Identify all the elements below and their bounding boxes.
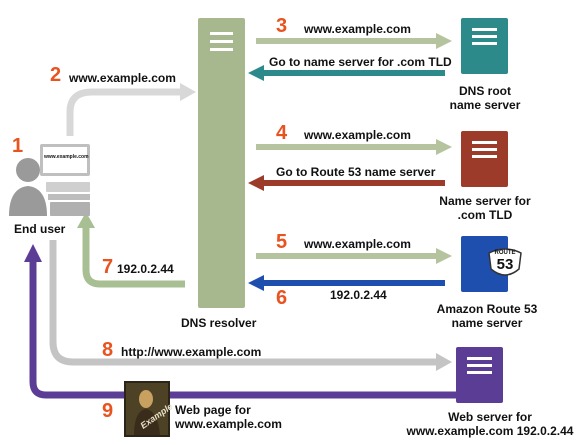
screen-url-text: www.example.com: [44, 154, 89, 160]
arrow-root-response-head: [248, 65, 264, 81]
step-number-8: 8: [102, 339, 114, 361]
arrow-step-9-head: [24, 244, 42, 262]
dns-resolver-server: [198, 18, 245, 308]
arrow-step-5-head: [436, 248, 452, 264]
step-number-4: 4: [276, 122, 288, 144]
step-7-label: 192.0.2.44: [117, 262, 174, 276]
step-number-1: 1: [12, 135, 24, 157]
arrow-step-9: [29, 260, 456, 399]
step-2-label: www.example.com: [69, 71, 176, 85]
arrow-tld-response-head: [248, 175, 264, 191]
web-server-label: Web server for www.example.com 192.0.2.4…: [406, 410, 574, 438]
arrow-step-3-head: [436, 33, 452, 49]
arrow-step-8: [49, 240, 438, 366]
tld-response-label: Go to Route 53 name server: [276, 165, 436, 179]
root-response-label: Go to name server for .com TLD: [269, 55, 452, 69]
step-number-5: 5: [276, 231, 288, 253]
arrow-step-2: [66, 88, 180, 136]
step-number-2: 2: [50, 64, 62, 86]
end-user-label: End user: [14, 222, 66, 236]
dns-resolver-label: DNS resolver: [181, 316, 257, 330]
route53-label: Amazon Route 53 name server: [436, 302, 538, 330]
step-5-label: www.example.com: [304, 237, 411, 251]
end-user-icon: www.example.com: [6, 138, 90, 220]
tld-server-label: Name server for .com TLD: [439, 194, 531, 222]
route53-shield-icon: ROUTE 53: [486, 247, 524, 281]
web-server: [456, 347, 503, 403]
arrow-step-7-head: [77, 212, 95, 228]
arrow-step-8-head: [436, 353, 452, 371]
step-number-9: 9: [102, 400, 114, 422]
step-3-label: www.example.com: [304, 22, 411, 36]
step-number-7: 7: [102, 256, 114, 278]
step-4-label: www.example.com: [304, 128, 411, 142]
step-number-6: 6: [276, 287, 288, 309]
web-page-image: Example: [124, 381, 175, 437]
route53-shield-number: 53: [496, 256, 514, 273]
arrow-step-6-head: [248, 275, 264, 291]
dns-root-server: [461, 18, 508, 74]
dns-root-label: DNS root name server: [449, 84, 521, 112]
tld-server: [461, 131, 508, 187]
route53-shield-top-text: ROUTE: [494, 250, 516, 256]
arrow-step-7: [82, 226, 185, 288]
step-number-3: 3: [276, 15, 288, 37]
arrow-step-2-head: [180, 83, 196, 101]
arrow-step-4-head: [436, 139, 452, 155]
web-page-label: Web page for www.example.com: [175, 403, 282, 431]
step-8-label: http://www.example.com: [121, 345, 262, 359]
step-6-label: 192.0.2.44: [330, 288, 387, 302]
